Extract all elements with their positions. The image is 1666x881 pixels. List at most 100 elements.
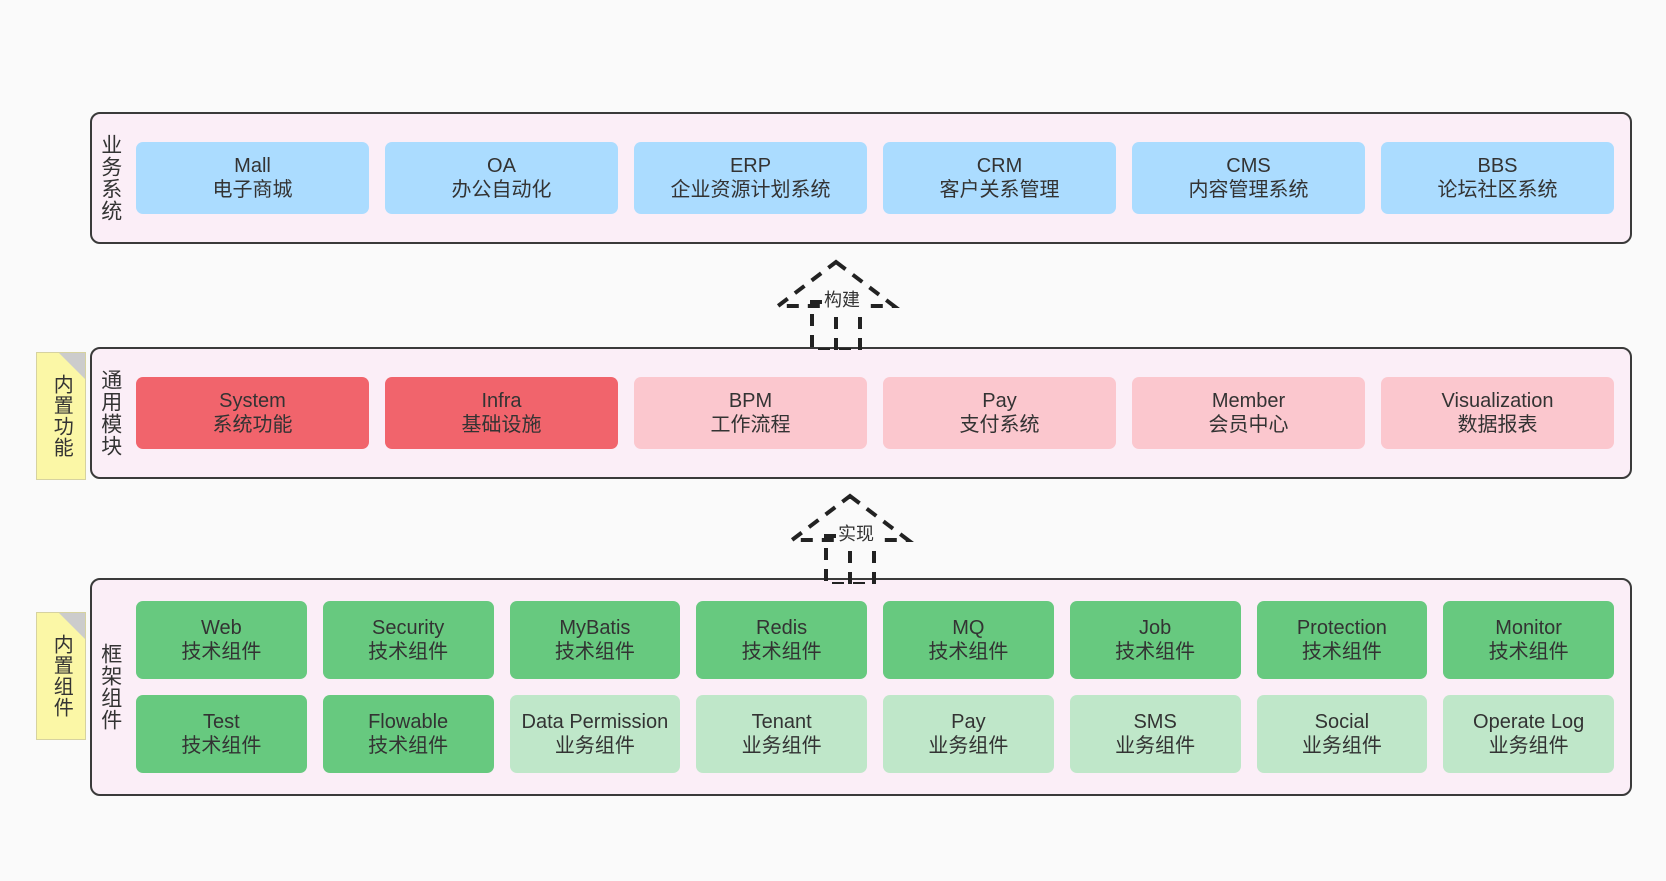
node-title: Redis	[756, 616, 808, 639]
node-mall[interactable]: Mall 电子商城	[136, 142, 369, 214]
node-title: CMS	[1226, 154, 1271, 177]
node-subtitle: 电子商城	[212, 179, 293, 201]
node-cms[interactable]: CMS 内容管理系统	[1132, 142, 1365, 214]
node-subtitle: 技术组件	[1488, 641, 1569, 663]
node-job[interactable]: Job 技术组件	[1069, 601, 1241, 679]
node-title: Data Permission	[521, 710, 669, 733]
node-bbs[interactable]: BBS 论坛社区系统	[1381, 142, 1614, 214]
node-crm[interactable]: CRM 客户关系管理	[883, 142, 1116, 214]
node-subtitle: 基础设施	[461, 414, 542, 436]
node-web[interactable]: Web 技术组件	[136, 601, 307, 679]
node-sms[interactable]: SMS 业务组件	[1069, 695, 1241, 773]
node-title: Test	[203, 710, 240, 733]
node-title: MQ	[952, 616, 985, 639]
node-title: Web	[200, 616, 242, 639]
row: Test 技术组件 Flowable 技术组件 Data Permission …	[136, 695, 1614, 773]
node-title: Tenant	[751, 710, 812, 733]
note-builtin-component: 内置组件	[36, 612, 86, 740]
node-subtitle: 客户关系管理	[939, 179, 1060, 201]
node-pay[interactable]: Pay 支付系统	[883, 377, 1116, 449]
node-title: BBS	[1477, 154, 1518, 177]
node-title: Protection	[1296, 616, 1387, 639]
connector-build-label: 构建	[822, 290, 862, 310]
node-title: MyBatis	[559, 616, 631, 639]
node-subtitle: 论坛社区系统	[1437, 179, 1558, 201]
node-oa[interactable]: OA 办公自动化	[385, 142, 618, 214]
node-subtitle: 业务组件	[741, 735, 822, 757]
node-title: Job	[1139, 616, 1172, 639]
node-subtitle: 技术组件	[928, 641, 1009, 663]
node-redis[interactable]: Redis 技术组件	[696, 601, 867, 679]
node-title: Infra	[481, 389, 522, 412]
node-subtitle: 技术组件	[741, 641, 822, 663]
node-visualization[interactable]: Visualization 数据报表	[1381, 377, 1614, 449]
node-title: BPM	[728, 389, 773, 412]
node-subtitle: 技术组件	[554, 641, 635, 663]
node-subtitle: 技术组件	[181, 641, 262, 663]
node-bpm[interactable]: BPM 工作流程	[634, 377, 867, 449]
node-social[interactable]: Social 业务组件	[1256, 695, 1428, 773]
node-title: ERP	[729, 154, 772, 177]
node-title: Pay	[982, 389, 1017, 412]
node-title: Flowable	[368, 710, 449, 733]
node-mybatis[interactable]: MyBatis 技术组件	[509, 601, 681, 679]
node-subtitle: 技术组件	[181, 735, 262, 757]
node-subtitle: 业务组件	[1488, 735, 1569, 757]
node-title: Visualization	[1441, 389, 1554, 412]
node-erp[interactable]: ERP 企业资源计划系统	[634, 142, 867, 214]
layer-body-common-module: System 系统功能 Infra 基础设施 BPM 工作流程 Pay 支付系统…	[128, 349, 1630, 477]
node-protection[interactable]: Protection 技术组件	[1256, 601, 1428, 679]
node-title: Mall	[234, 154, 271, 177]
node-tenant[interactable]: Tenant 业务组件	[696, 695, 867, 773]
node-infra[interactable]: Infra 基础设施	[385, 377, 618, 449]
node-operate-log[interactable]: Operate Log 业务组件	[1443, 695, 1614, 773]
node-member[interactable]: Member 会员中心	[1132, 377, 1365, 449]
node-subtitle: 技术组件	[1115, 641, 1196, 663]
node-subtitle: 业务组件	[1301, 735, 1382, 757]
node-mq[interactable]: MQ 技术组件	[883, 601, 1054, 679]
node-security[interactable]: Security 技术组件	[322, 601, 494, 679]
connector-build: 构建	[756, 258, 916, 352]
node-subtitle: 内容管理系统	[1188, 179, 1309, 201]
node-test[interactable]: Test 技术组件	[136, 695, 307, 773]
node-subtitle: 业务组件	[1115, 735, 1196, 757]
node-data-permission[interactable]: Data Permission 业务组件	[509, 695, 681, 773]
layer-body-business-system: Mall 电子商城 OA 办公自动化 ERP 企业资源计划系统 CRM 客户关系…	[128, 114, 1630, 242]
node-title: Monitor	[1495, 616, 1562, 639]
note-label: 内置组件	[50, 634, 73, 718]
node-subtitle: 业务组件	[554, 735, 635, 757]
node-subtitle: 系统功能	[212, 414, 293, 436]
node-subtitle: 工作流程	[710, 414, 791, 436]
node-subtitle: 企业资源计划系统	[670, 179, 831, 201]
node-title: Social	[1314, 710, 1370, 733]
node-subtitle: 技术组件	[368, 641, 449, 663]
node-subtitle: 技术组件	[1301, 641, 1382, 663]
node-title: CRM	[976, 154, 1023, 177]
node-flowable[interactable]: Flowable 技术组件	[322, 695, 494, 773]
layer-title-framework-component: 框架组件	[98, 643, 122, 731]
node-title: Pay	[951, 710, 986, 733]
node-monitor[interactable]: Monitor 技术组件	[1443, 601, 1614, 679]
note-fold-corner-icon	[59, 353, 85, 379]
note-fold-corner-icon	[59, 613, 85, 639]
node-title: OA	[487, 154, 516, 177]
layer-business-system: 业务系统 Mall 电子商城 OA 办公自动化 ERP 企业资源计划系统 CRM…	[90, 112, 1632, 244]
node-subtitle: 会员中心	[1208, 414, 1289, 436]
row: Web 技术组件 Security 技术组件 MyBatis 技术组件 Redi…	[136, 601, 1614, 679]
row: System 系统功能 Infra 基础设施 BPM 工作流程 Pay 支付系统…	[136, 377, 1614, 449]
connector-implement-label: 实现	[836, 524, 876, 544]
layer-title-business-system: 业务系统	[98, 134, 122, 222]
node-subtitle: 支付系统	[959, 414, 1040, 436]
connector-implement: 实现	[770, 492, 930, 586]
node-subtitle: 数据报表	[1457, 414, 1538, 436]
note-label: 内置功能	[50, 374, 73, 458]
node-title: Member	[1211, 389, 1286, 412]
node-system[interactable]: System 系统功能	[136, 377, 369, 449]
row: Mall 电子商城 OA 办公自动化 ERP 企业资源计划系统 CRM 客户关系…	[136, 142, 1614, 214]
layer-title-common-module: 通用模块	[98, 369, 122, 457]
node-pay-business[interactable]: Pay 业务组件	[883, 695, 1054, 773]
layer-framework-component: 框架组件 Web 技术组件 Security 技术组件 MyBatis 技术组件…	[90, 578, 1632, 796]
node-subtitle: 技术组件	[368, 735, 449, 757]
node-subtitle: 业务组件	[928, 735, 1009, 757]
